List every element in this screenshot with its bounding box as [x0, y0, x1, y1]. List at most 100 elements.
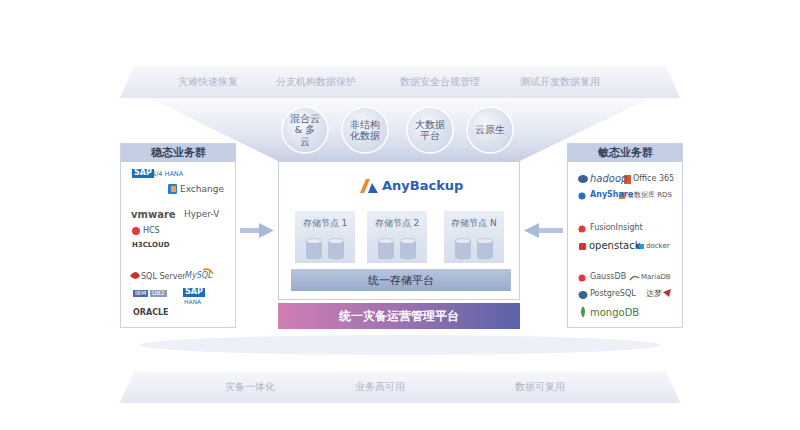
- product-logo-text: DB2: [150, 290, 167, 297]
- storage-cylinders: [375, 238, 419, 260]
- cylinder-base: [455, 255, 471, 260]
- product-logo-text: Office 365: [633, 175, 674, 184]
- product-logo-text: S/4 HANA: [152, 171, 183, 178]
- circle-shape: [407, 107, 453, 153]
- product-logo-text: vmware: [131, 209, 176, 220]
- product-logo-text: Hyper-V: [184, 210, 219, 220]
- product-logo-text: Exchange: [180, 185, 224, 195]
- cylinder-top: [306, 239, 322, 244]
- cylinder-base: [306, 255, 322, 260]
- panel-heading: 稳态业务群: [121, 144, 235, 162]
- scenario-circle: 云原生: [466, 106, 514, 154]
- cylinder-base: [400, 255, 416, 260]
- product-logo-text: GaussDB: [590, 273, 626, 282]
- product-logo-text: PostgreSQL: [590, 290, 636, 299]
- hadoop-icon: [578, 175, 588, 183]
- context-band: 灾难快速恢复 分支机构数据保护 数据安全合规管理 测试开发数据复用: [120, 66, 680, 98]
- workload-panel: 敏态业务群: [567, 143, 683, 328]
- product-logo-text: 达梦: [646, 290, 662, 299]
- product-logo-text: HCS: [143, 227, 160, 236]
- openstack-icon: [579, 243, 586, 250]
- product-logo-text: hadoop: [590, 173, 627, 184]
- anybackup-logo-mark: [359, 178, 379, 194]
- node-label: 分支机构数据保护: [276, 66, 356, 98]
- logo-stroke: [368, 183, 378, 193]
- node-label: 存储节点 N: [451, 217, 497, 230]
- storage-platform: 统一存储平台: [291, 269, 511, 291]
- cylinder-base: [378, 255, 394, 260]
- scenario-circle: 非结构化数据: [341, 106, 389, 154]
- exchange-icon: [171, 186, 176, 192]
- flow-arrow: [240, 228, 268, 233]
- storage-cylinders: [452, 238, 496, 260]
- management-bar: 统一灾备运营管理平台: [278, 303, 520, 329]
- product-logo-text: FusionInsight: [590, 224, 643, 233]
- node-label: AnyBackup: [382, 177, 463, 195]
- cylinder-base: [477, 255, 493, 260]
- sqlserver-icon: [130, 272, 140, 279]
- exchange-icon: [168, 184, 177, 194]
- node-label: 非结构化数据: [350, 119, 380, 142]
- product-logo-text: SAP: [183, 288, 205, 297]
- cylinder-top: [455, 239, 471, 244]
- product-logo-text: SQL Server: [141, 273, 186, 282]
- node-label: 灾难快速恢复: [178, 66, 238, 98]
- product-logo-text: AnyShare: [590, 191, 633, 200]
- storage-node: 存储节点 N: [444, 211, 504, 263]
- circle-shape: [282, 107, 328, 153]
- node-label: 业务高可用: [355, 371, 405, 403]
- gaussdb-icon: [579, 275, 586, 282]
- node-label: 灾备一体化: [225, 371, 275, 403]
- flow-arrow: [530, 228, 563, 233]
- node-label: 大数据平台: [415, 119, 445, 142]
- product-logo-text: HANA: [184, 299, 201, 306]
- dameng-icon: [663, 289, 671, 297]
- ground-shadow: [140, 335, 660, 355]
- node-label: 混合云 & 多云: [290, 113, 320, 147]
- anyshare-icon: [579, 193, 586, 200]
- cylinder-top: [378, 239, 394, 244]
- fusioninsight-icon: [579, 226, 586, 233]
- mariadb-icon: [630, 276, 639, 280]
- band-shape: [120, 371, 680, 403]
- circle-shape: [467, 107, 513, 153]
- scenario-circle: 混合云 & 多云: [281, 106, 329, 154]
- node-label: 统一灾备运营管理平台: [339, 308, 459, 325]
- circle-shape: [342, 107, 388, 153]
- node-label: 测试开发数据复用: [520, 66, 600, 98]
- node-label: 数据安全合规管理: [400, 66, 480, 98]
- node-label: 存储节点 1: [303, 217, 348, 230]
- storage-node: 存储节点 2: [367, 211, 427, 263]
- postgresql-icon: [579, 291, 588, 299]
- product-logo-text: mongoDB: [590, 307, 639, 318]
- product-logo-text: openstack: [589, 240, 641, 251]
- product-logo-text: 云数据库 RDS: [627, 192, 672, 200]
- cylinder-top: [477, 239, 493, 244]
- cylinder-base: [328, 255, 344, 260]
- scenario-circle: 大数据平台: [406, 106, 454, 154]
- logo-stroke: [360, 179, 370, 193]
- product-logo-text: ORACLE: [133, 309, 169, 318]
- context-band: 灾备一体化 业务高可用 数据可复用: [120, 371, 680, 403]
- panel-heading: 敏态业务群: [568, 144, 682, 162]
- product-logo-text: SAP: [132, 169, 154, 178]
- product-logo-text: docker: [646, 243, 670, 251]
- storage-cylinders: [303, 238, 347, 260]
- platform-box: 存储节点 1 存储节点 2 存储节点 N 统一存储平台 AnyBackup: [278, 161, 520, 300]
- cylinder-top: [400, 239, 416, 244]
- storage-node: 存储节点 1: [295, 211, 355, 263]
- mongodb-icon: [581, 306, 585, 318]
- node-label: 存储节点 2: [375, 217, 420, 230]
- product-logo-text: IBM: [133, 290, 148, 297]
- product-logo-text: MySQL: [185, 272, 212, 281]
- product-logo-text: H3CLOUD: [132, 242, 170, 250]
- node-label: 数据可复用: [515, 371, 565, 403]
- product-logo-text: MariaDB: [641, 274, 671, 282]
- hcs-icon: [132, 227, 140, 235]
- cylinder-top: [328, 239, 344, 244]
- band-shape: [120, 66, 680, 98]
